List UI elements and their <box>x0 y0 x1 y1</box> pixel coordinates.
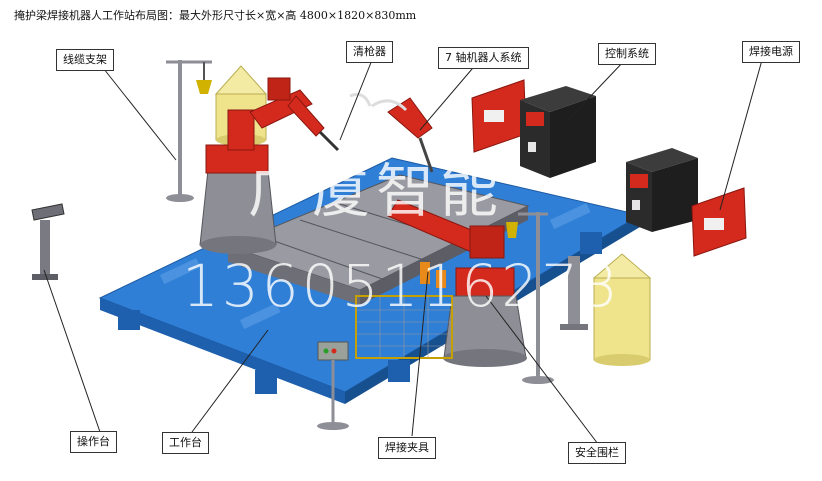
robot-arm-left <box>205 77 372 174</box>
robot-pedestal-right <box>443 295 527 367</box>
operator-desk <box>31 203 65 280</box>
support-post-right <box>560 256 588 330</box>
cylinder-right <box>592 253 652 366</box>
label-control-system: 控制系统 <box>598 43 656 65</box>
page-title: 掩护梁焊接机器人工作站布局图：最大外形尺寸长×宽×高 4800×1820×830… <box>14 9 417 22</box>
label-cable-stand: 线缆支架 <box>56 49 114 71</box>
control-cabinet-2 <box>626 148 698 232</box>
robot-pedestal-left <box>199 169 277 254</box>
label-welding-power: 焊接电源 <box>742 41 800 63</box>
label-welding-fixture: 焊接夹具 <box>378 437 436 459</box>
robot-arm-right <box>371 97 515 297</box>
control-pendant-stand <box>317 341 349 430</box>
label-workbench: 工作台 <box>162 432 209 454</box>
label-torch-cleaner: 清枪器 <box>346 41 393 63</box>
cable-stand <box>166 60 212 202</box>
safety-fence <box>355 295 453 359</box>
label-robot-system: 7 轴机器人系统 <box>438 47 529 69</box>
label-safety-fence: 安全围栏 <box>568 442 626 464</box>
welding-fixture <box>420 262 446 288</box>
cable-stand-right <box>506 212 554 384</box>
label-operator-desk: 操作台 <box>70 431 117 453</box>
control-cabinet-1 <box>520 86 596 178</box>
leader-lines <box>43 59 763 445</box>
welding-power-unit-2 <box>691 187 747 257</box>
